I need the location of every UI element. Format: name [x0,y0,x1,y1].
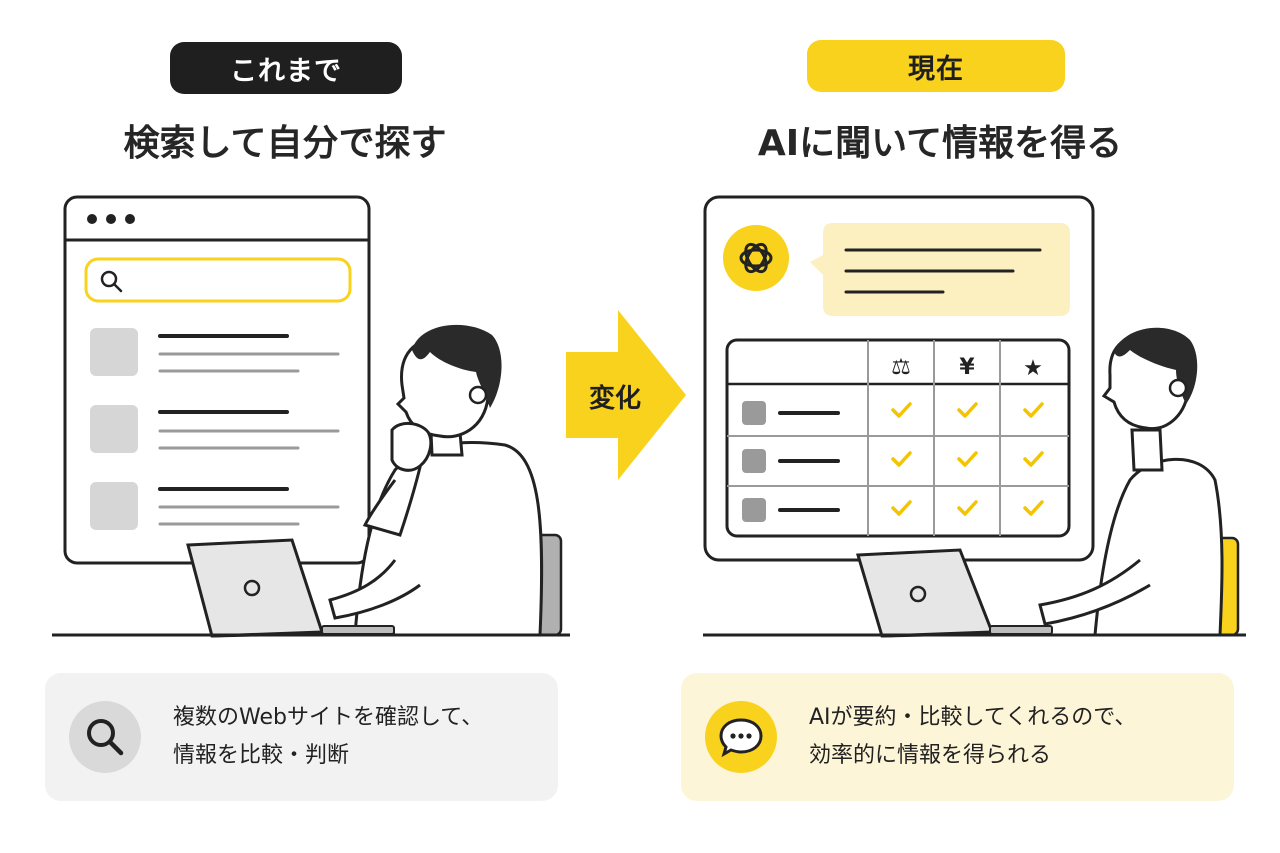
after-caption-text: AIが要約・比較してくれるので、 効率的に情報を得られる [809,705,1137,768]
laptop [856,548,1053,638]
before-title: 検索して自分で探す [123,123,447,164]
thinking-person [328,324,563,637]
after-title: AIに聞いて情報を得る [757,123,1123,164]
transition-arrow [566,310,686,480]
search-icon [69,701,141,773]
star-icon: ★ [1023,356,1043,381]
scale-icon: ⚖ [891,355,911,380]
chat-bubble-icon [705,701,777,773]
ai-window: ⚖ ¥ ★ [703,195,1095,562]
before-caption: 複数のWebサイトを確認して、 情報を比較・判断 [45,673,558,801]
before-caption-text: 複数のWebサイトを確認して、 情報を比較・判断 [173,705,484,768]
after-badge: 現在 [807,40,1065,92]
comparison-table: ⚖ ¥ ★ [725,338,1071,538]
before-badge: これまで [170,42,402,94]
ai-logo-icon [723,225,789,291]
table-row-labels [742,401,840,522]
search-result-list [90,328,340,530]
browser-search-bar[interactable] [84,257,352,303]
ai-response-bubble [810,223,1070,316]
check-icon [891,402,1044,516]
browser-window [63,195,371,565]
yen-icon: ¥ [959,355,975,380]
transition-label: 変化 [588,384,641,414]
search-icon [100,270,123,293]
working-person [1038,327,1240,637]
after-caption: AIが要約・比較してくれるので、 効率的に情報を得られる [681,673,1234,801]
